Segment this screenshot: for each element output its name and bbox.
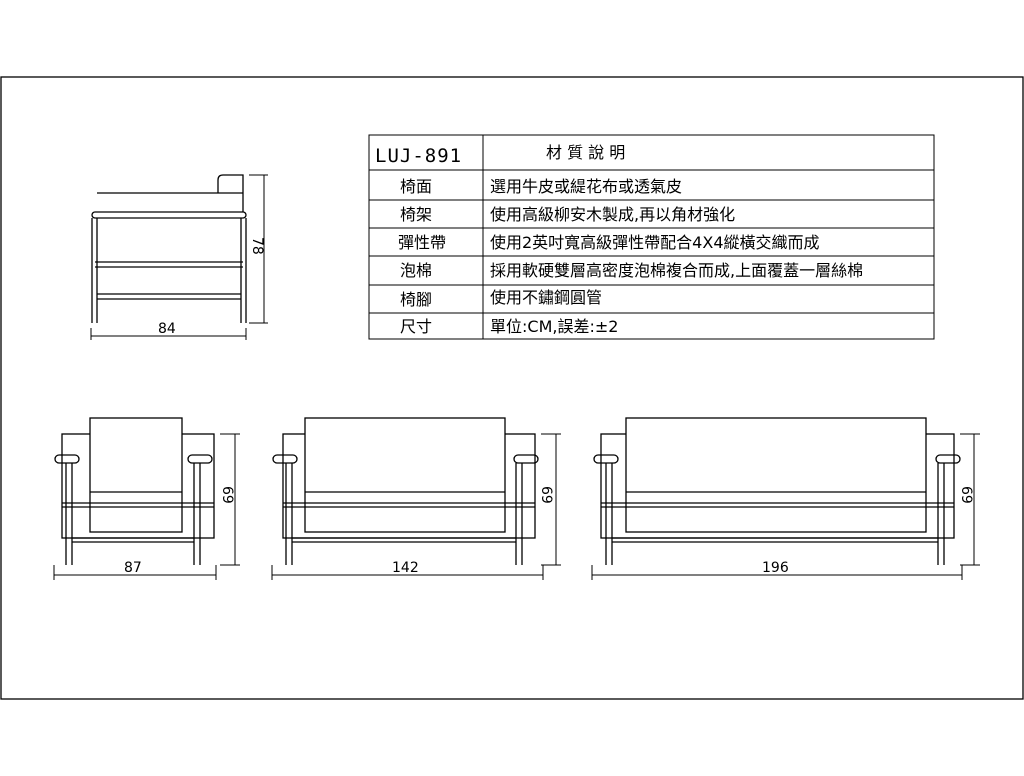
row-value-frame: 使用高級柳安木製成,再以角材強化 xyxy=(490,205,735,224)
row-label-legs: 椅腳 xyxy=(400,290,432,309)
row-label-foam: 泡棉 xyxy=(400,261,432,280)
table-title: 材 質 說 明 xyxy=(546,143,625,162)
spec-table: LUJ-891 材 質 說 明 椅面 選用牛皮或緹花布或透氣皮 椅架 使用高級柳… xyxy=(368,134,935,340)
row-value-foam: 採用軟硬雙層高密度泡棉複合而成,上面覆蓋一層絲棉 xyxy=(490,261,863,280)
drawing-frame xyxy=(0,76,1024,700)
three-seat-view: 196 69 xyxy=(591,417,980,580)
side-width-label: 84 xyxy=(158,321,176,337)
row-label-elastic: 彈性帶 xyxy=(398,233,446,252)
double-width-label: 142 xyxy=(392,560,419,576)
row-value-seat: 選用牛皮或緹花布或透氣皮 xyxy=(490,177,682,196)
single-width-label: 87 xyxy=(124,560,142,576)
row-value-size: 單位:CM,誤差:±2 xyxy=(490,317,618,336)
single-seat-view: 87 69 xyxy=(53,417,240,580)
double-height-label: 69 xyxy=(538,486,554,504)
two-seat-view: 142 69 xyxy=(271,417,561,580)
triple-height-label: 69 xyxy=(958,486,974,504)
table-border xyxy=(368,134,935,340)
side-view: 84 78 xyxy=(90,174,268,340)
side-height-label: 78 xyxy=(249,237,265,255)
row-value-legs: 使用不鏽鋼圓管 xyxy=(490,288,602,307)
row-label-size: 尺寸 xyxy=(400,317,432,336)
triple-width-label: 196 xyxy=(762,560,789,576)
row-label-seat: 椅面 xyxy=(400,177,432,196)
row-value-elastic: 使用2英吋寬高級彈性帶配合4X4縱橫交織而成 xyxy=(490,233,820,252)
row-label-frame: 椅架 xyxy=(400,205,432,224)
single-height-label: 69 xyxy=(219,486,235,504)
model-number: LUJ-891 xyxy=(375,145,462,167)
